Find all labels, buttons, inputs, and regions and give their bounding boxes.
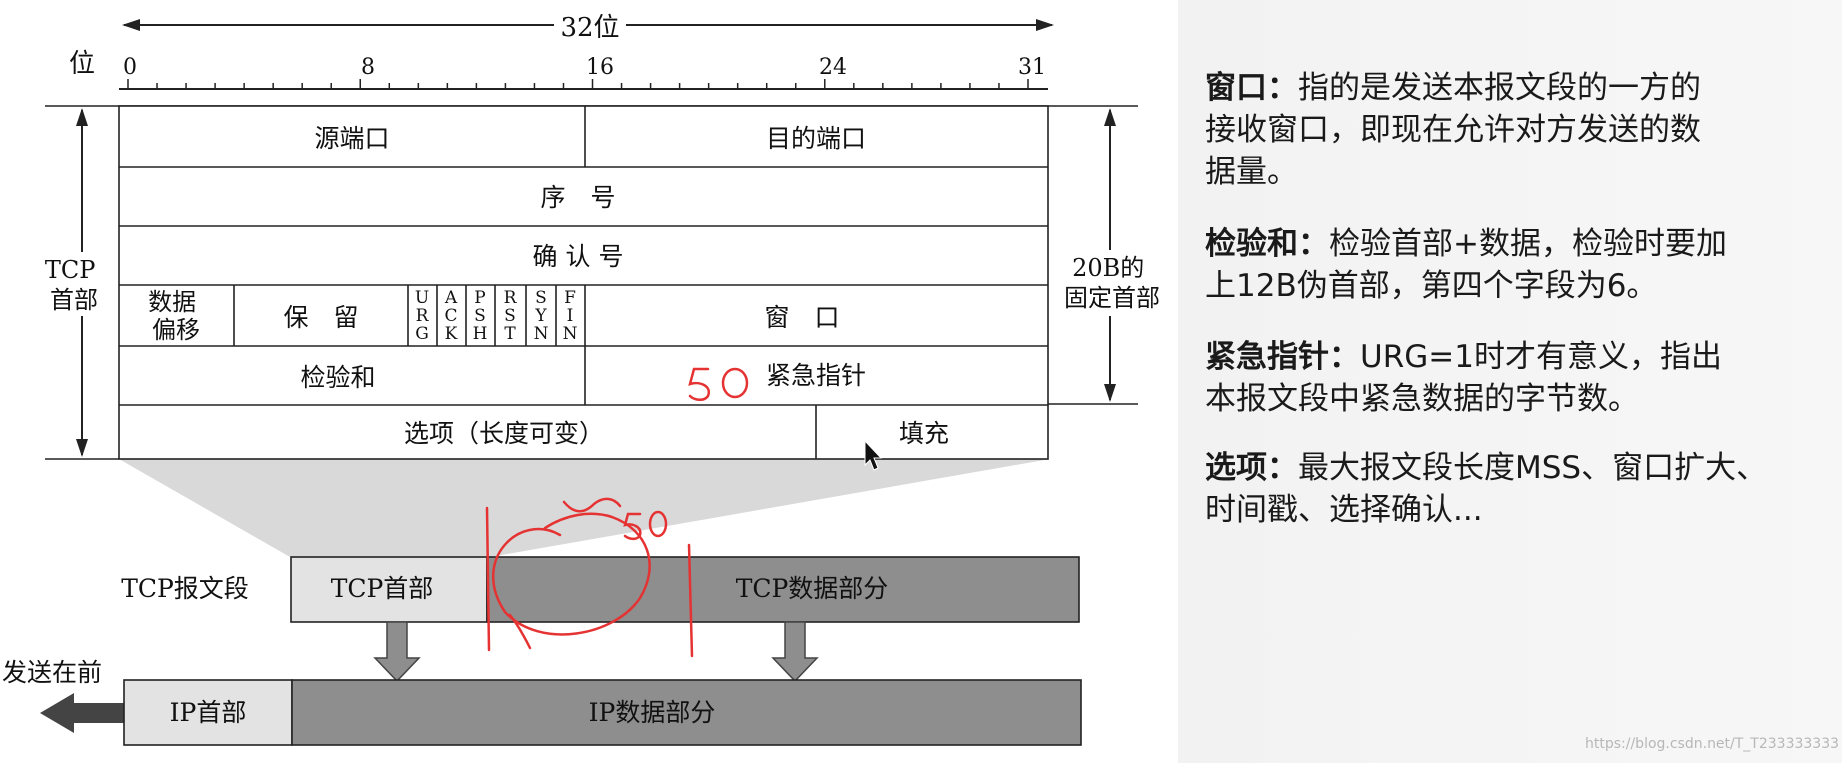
bit-tick-31: 31 xyxy=(1018,55,1046,80)
flag-letter: N xyxy=(563,324,578,344)
field-padding: 填充 xyxy=(899,419,949,448)
flag-letter: S xyxy=(504,306,516,326)
bit-tick-8: 8 xyxy=(361,55,375,80)
note-window: 窗口：指的是发送本报文段的一方的 接收窗口，即现在允许对方发送的数 据量。 xyxy=(1205,67,1825,193)
header-table xyxy=(118,105,1049,460)
field-window: 窗 口 xyxy=(764,303,839,332)
field-reserved: 保 留 xyxy=(283,303,358,332)
note-text: URG=1时才有意义，指出 xyxy=(1360,339,1722,375)
flag-letter: P xyxy=(474,288,485,308)
note-text: 最大报文段长度MSS、窗口扩大、 xyxy=(1298,450,1768,486)
field-dst-port: 目的端口 xyxy=(766,124,866,153)
flag-letter: Y xyxy=(534,306,547,326)
note-urgent-pointer: 紧急指针：URG=1时才有意义，指出 本报文段中紧急数据的字节数。 xyxy=(1205,336,1825,420)
field-src-port: 源端口 xyxy=(314,124,389,153)
flag-letter: A xyxy=(444,288,458,308)
flag-letter: U xyxy=(415,288,429,308)
tcp-data-box-label: TCP数据部分 xyxy=(736,574,889,603)
flag-letter: C xyxy=(444,306,457,326)
bits-width-label: 32位 xyxy=(560,13,619,43)
flag-letter: R xyxy=(504,288,518,308)
tcp-data-box xyxy=(486,556,1080,623)
field-urgent-pointer: 紧急指针 xyxy=(766,361,866,390)
ip-data-box-label: IP数据部分 xyxy=(589,698,716,727)
bit-ticks xyxy=(127,79,1029,89)
bit-tick-24: 24 xyxy=(819,55,847,80)
note-term: 紧急指针： xyxy=(1205,339,1360,375)
expansion-funnel xyxy=(119,459,1050,557)
bit-tick-0: 0 xyxy=(123,55,137,80)
tcp-header-box xyxy=(290,556,488,623)
note-term: 选项： xyxy=(1205,450,1298,486)
field-checksum: 检验和 xyxy=(300,363,375,392)
flag-letter: F xyxy=(564,288,576,308)
tcp-header-side-label: TCP 首部 xyxy=(45,256,103,314)
bit-axis-label: 位 xyxy=(69,49,95,79)
note-text: 时间戳、选择确认... xyxy=(1205,492,1483,528)
notes-panel xyxy=(1178,0,1842,763)
ip-header-box xyxy=(123,679,293,746)
field-data-offset: 数据 偏移 xyxy=(148,288,204,344)
flag-letter: I xyxy=(567,306,574,326)
note-checksum: 检验和：检验首部+数据，检验时要加 上12B伪首部，第四个字段为6。 xyxy=(1205,223,1825,307)
flag-letter: N xyxy=(534,324,549,344)
field-ack-num: 确 认 号 xyxy=(533,242,624,271)
flag-letter: H xyxy=(473,324,488,344)
fixed-header-label: 20B的 固定首部 xyxy=(1064,254,1160,312)
bit-tick-16: 16 xyxy=(586,55,614,80)
down-arrow-icon xyxy=(771,621,819,683)
note-text: 检验首部+数据，检验时要加 xyxy=(1329,226,1727,262)
note-term: 窗口： xyxy=(1205,70,1298,106)
note-text: 指的是发送本报文段的一方的 xyxy=(1298,70,1701,106)
tcp-segment-label: TCP报文段 xyxy=(121,574,249,603)
flag-letter: S xyxy=(474,306,486,326)
left-arrow-icon xyxy=(40,693,124,733)
watermark: https://blog.csdn.net/T_T233333333 xyxy=(1585,736,1840,752)
note-text: 接收窗口，即现在允许对方发送的数 xyxy=(1205,112,1701,148)
tcp-header-box-label: TCP首部 xyxy=(331,574,434,603)
field-options: 选项（长度可变） xyxy=(404,419,604,448)
mouse-cursor-icon xyxy=(864,439,883,471)
tcp-header-diagram: 32位 位 0 8 16 24 31 TCP 首部 20B的 固定首部 xyxy=(1,13,1160,746)
note-options: 选项：最大报文段长度MSS、窗口扩大、 时间戳、选择确认... xyxy=(1205,447,1825,531)
field-seq: 序 号 xyxy=(540,183,615,212)
down-arrow-icon xyxy=(373,621,421,683)
flag-letter: R xyxy=(416,306,430,326)
flag-letter: T xyxy=(504,324,516,344)
flag-letter: S xyxy=(535,288,547,308)
note-text: 据量。 xyxy=(1205,154,1298,190)
send-first-label: 发送在前 xyxy=(2,658,102,687)
ip-header-box-label: IP首部 xyxy=(170,698,247,727)
handwritten-annotation xyxy=(485,367,749,658)
flag-letter: G xyxy=(415,324,429,344)
note-text: 上12B伪首部，第四个字段为6。 xyxy=(1205,268,1658,304)
flag-letter: K xyxy=(445,324,458,344)
note-text: 本报文段中紧急数据的字节数。 xyxy=(1205,381,1639,417)
ip-data-box xyxy=(291,679,1082,746)
note-term: 检验和： xyxy=(1205,226,1329,262)
